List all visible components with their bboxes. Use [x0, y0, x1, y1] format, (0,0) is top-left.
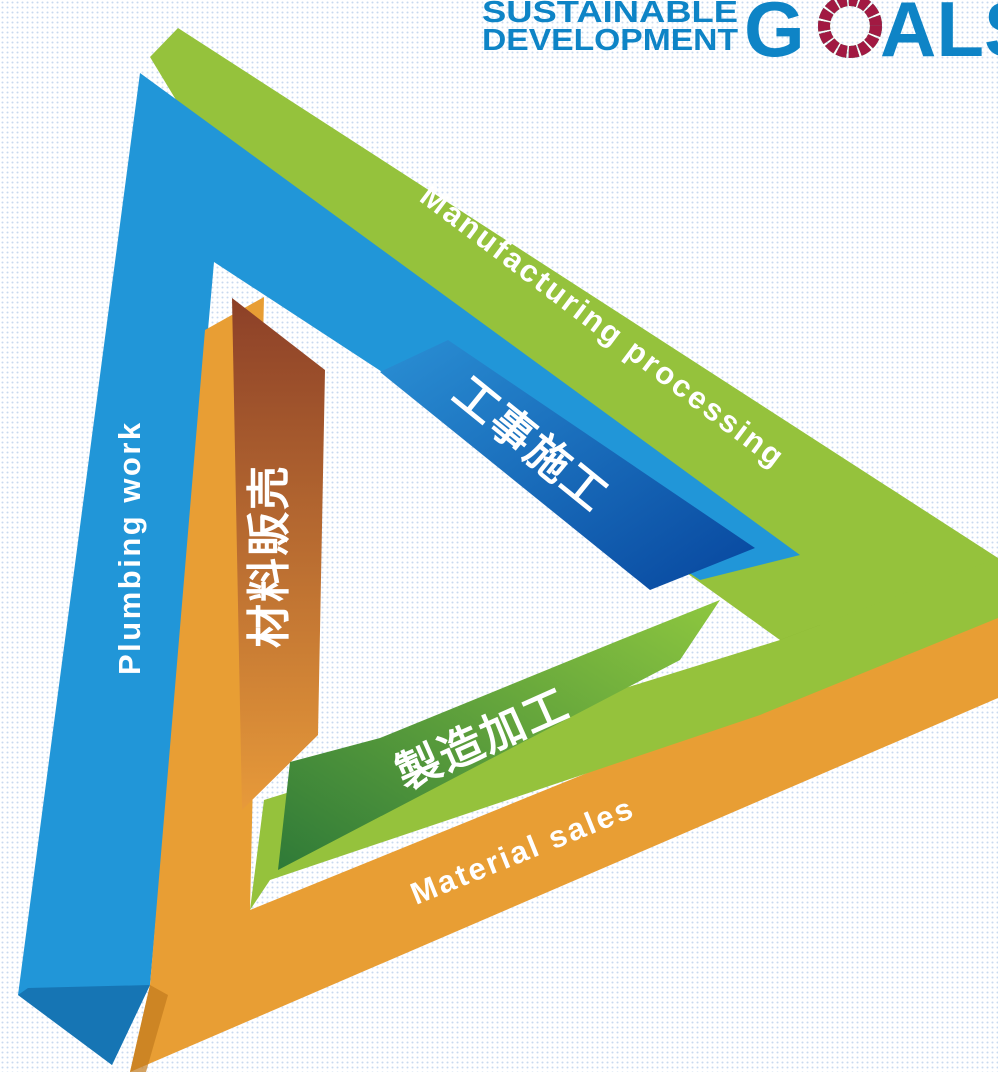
- sdg-color-wheel-icon: [818, 0, 882, 58]
- orange-band: [130, 297, 998, 1072]
- orange-band-shadow: [130, 985, 168, 1072]
- sdg-logo: SUSTAINABLE DEVELOPMENT G ALS: [482, 0, 998, 73]
- green-band: [150, 28, 998, 715]
- label-plumbing-work: Plumbing work: [112, 420, 147, 675]
- inner-green-band: [278, 600, 720, 870]
- label-zairyo-hanbai: 材料販売: [244, 464, 295, 648]
- sdg-logo-line1: SUSTAINABLE: [482, 0, 738, 29]
- green-band-lower: [250, 558, 998, 910]
- blue-band: [18, 73, 800, 1065]
- inner-blue-band: [380, 340, 755, 590]
- sdg-logo-als: ALS: [880, 0, 998, 73]
- sdg-logo-g: G: [744, 0, 805, 73]
- inner-brown-band: [232, 298, 325, 810]
- blue-band-shadow: [18, 985, 150, 1065]
- sdg-logo-line2: DEVELOPMENT: [482, 22, 738, 57]
